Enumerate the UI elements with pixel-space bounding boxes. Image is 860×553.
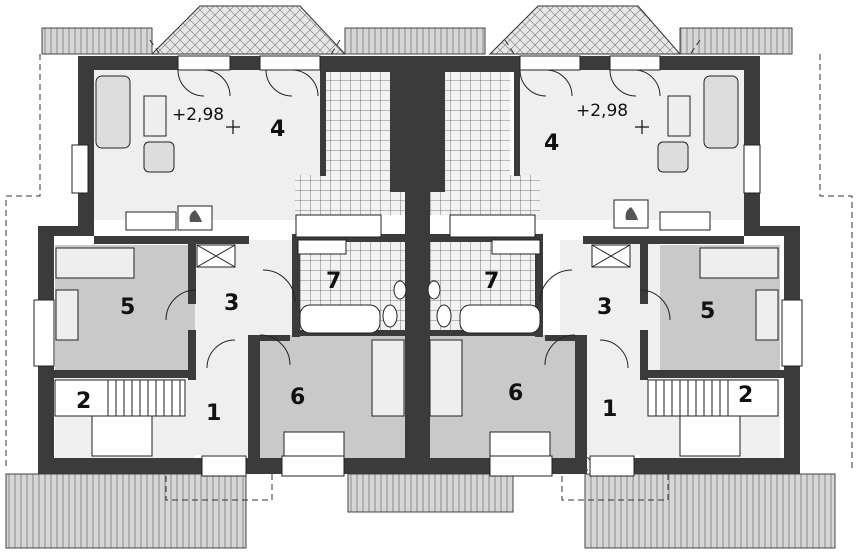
armchair-icon <box>143 141 175 173</box>
room-number-1-right: 1 <box>602 397 617 422</box>
room-number-3-left: 3 <box>224 291 239 316</box>
stair-icon <box>54 379 779 457</box>
room-number-4-right: 4 <box>544 131 559 156</box>
sofa-icon <box>703 75 739 149</box>
elevation-mark-left: +2,98 <box>172 105 224 125</box>
desk-icon <box>489 431 551 457</box>
desk-icon <box>55 289 79 341</box>
windows <box>33 55 803 477</box>
stove-icon <box>449 214 536 238</box>
room-number-6-left: 6 <box>290 385 305 410</box>
room-number-5-right: 5 <box>700 299 715 324</box>
doors <box>165 69 671 369</box>
bathtub-icon <box>459 304 541 334</box>
room-number-2-right: 2 <box>738 383 753 408</box>
bed-icon <box>55 247 135 279</box>
room-number-1-left: 1 <box>206 401 221 426</box>
room-number-7-right: 7 <box>484 269 499 294</box>
furniture <box>55 75 779 457</box>
elevation-cross-marks <box>226 120 649 134</box>
stair-treads <box>107 380 729 416</box>
room-number-3-right: 3 <box>597 295 612 320</box>
washbasin-icon <box>393 280 407 300</box>
toilet-icon <box>436 304 452 328</box>
elevation-mark-right: +2,98 <box>576 101 628 121</box>
sofa-icon <box>95 75 131 149</box>
desk-icon <box>283 431 345 457</box>
bed-icon <box>699 247 779 279</box>
armchair-icon <box>657 141 689 173</box>
roof-overhangs <box>5 5 836 549</box>
washbasin-icon <box>427 280 441 300</box>
room-number-2-left: 2 <box>76 389 91 414</box>
room-number-6-right: 6 <box>508 381 523 406</box>
room-number-7-left: 7 <box>326 269 341 294</box>
room-number-5-left: 5 <box>120 295 135 320</box>
desk-icon <box>755 289 779 341</box>
stove-icon <box>295 214 382 238</box>
toilet-icon <box>382 304 398 328</box>
bed-icon <box>371 339 405 417</box>
bathtub-icon <box>299 304 381 334</box>
room-number-4-left: 4 <box>270 117 285 142</box>
bed-icon <box>429 339 463 417</box>
